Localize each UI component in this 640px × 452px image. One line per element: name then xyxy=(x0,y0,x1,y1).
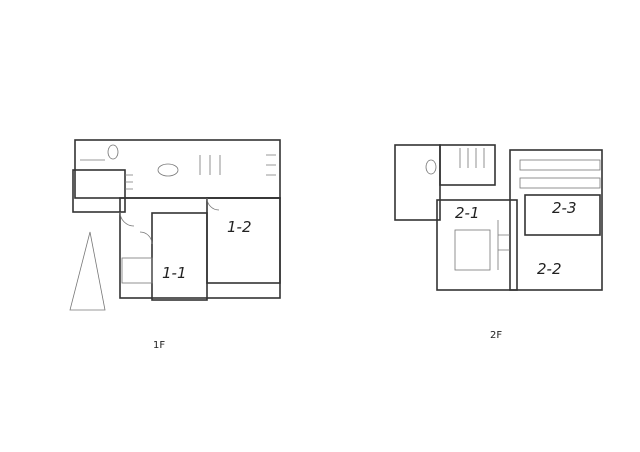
floor-1-plan xyxy=(69,139,281,311)
room-label-2-3: 2-3 xyxy=(552,199,577,217)
floor-2-plan xyxy=(394,144,603,291)
room-label-1-2: 1-2 xyxy=(227,218,252,236)
room-label-2-1: 2-1 xyxy=(455,204,480,222)
floor-1-label: 1F xyxy=(153,340,166,351)
room-label-2-2: 2-2 xyxy=(537,260,562,278)
room-label-1-1: 1-1 xyxy=(162,264,187,282)
floor-2-label: 2F xyxy=(490,330,503,341)
